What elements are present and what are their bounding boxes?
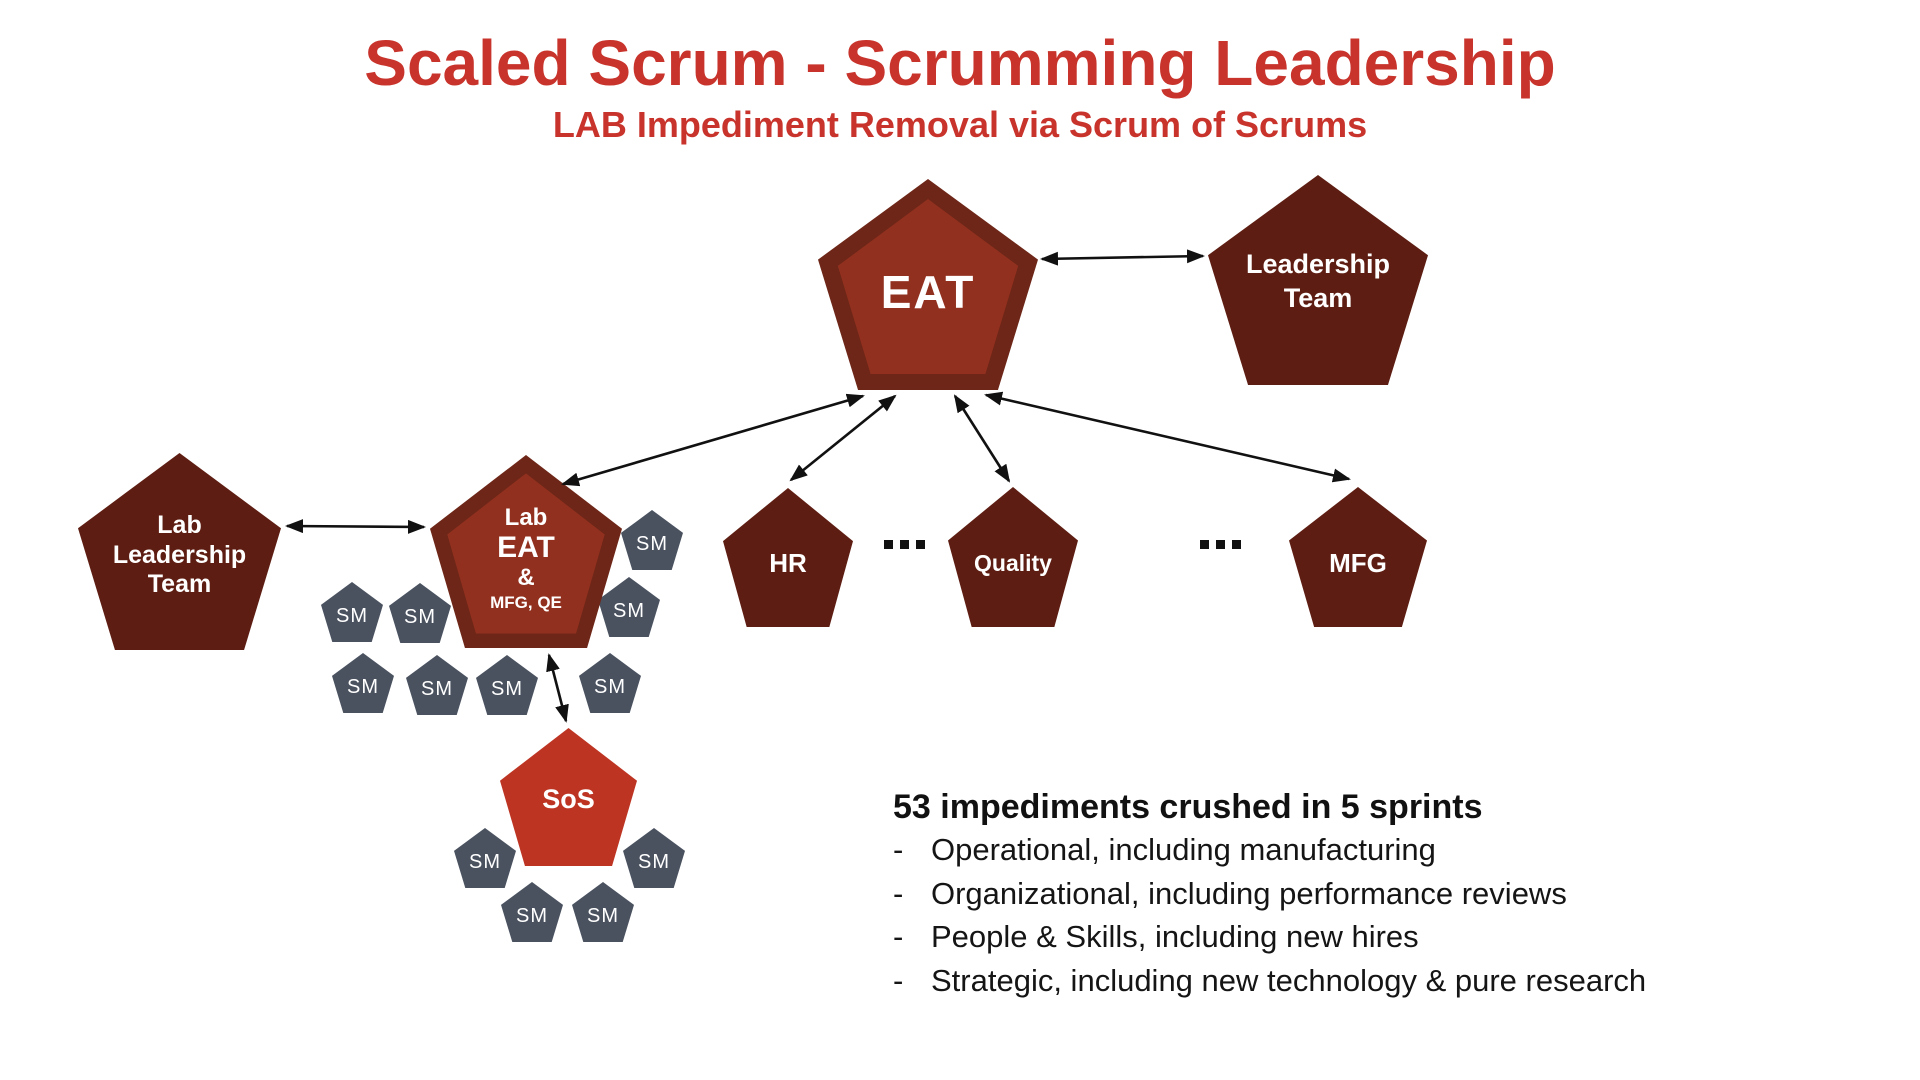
node-leadership-team-line1: Leadership (1245, 249, 1391, 280)
sm-pentagon: SM (454, 828, 516, 888)
impediment-text: Strategic, including new technology & pu… (931, 962, 1647, 998)
node-lab-eat-line1: Lab (504, 503, 548, 531)
node-hr: HR (723, 488, 853, 627)
sm-pentagon: SM (321, 582, 383, 642)
sm-label: SM (516, 904, 548, 927)
arrow-lab-leadership-lab-eat (285, 519, 426, 534)
node-quality: Quality (948, 487, 1078, 627)
arrow-eat-mfg (984, 391, 1351, 483)
node-lab-eat: Lab EAT & MFG, QE (430, 455, 622, 648)
node-sos-label: SoS (542, 783, 595, 814)
node-eat-label: EAT (880, 265, 976, 318)
sm-pentagon: SM (623, 828, 685, 888)
node-hr-label: HR (769, 548, 807, 578)
arrow-eat-quality (953, 394, 1011, 483)
node-lab-leadership-line1: Lab (157, 511, 202, 540)
sm-label: SM (336, 604, 368, 627)
sm-pentagon: SM (332, 653, 394, 713)
sm-pentagon: SM (406, 655, 468, 715)
sm-label: SM (613, 599, 645, 622)
sm-pentagon: SM (501, 882, 563, 942)
impediments-block: 53 impediments crushed in 5 sprints - Op… (893, 786, 1733, 1002)
node-lab-leadership-line2: Leadership (112, 540, 247, 569)
sm-label: SM (594, 675, 626, 698)
impediment-item: - People & Skills, including new hires (893, 915, 1733, 959)
node-mfg: MFG (1289, 487, 1427, 627)
impediment-bullet: - (893, 962, 904, 998)
impediment-item: - Strategic, including new technology & … (893, 959, 1733, 1003)
ellipsis-dots (884, 540, 925, 549)
node-leadership-team-line2: Team (1283, 283, 1353, 313)
impediment-bullet: - (893, 832, 904, 867)
page-title: Scaled Scrum - Scrumming Leadership (364, 27, 1556, 99)
node-mfg-label: MFG (1329, 547, 1387, 578)
sm-pentagon: SM (621, 510, 683, 570)
node-leadership-team: Leadership Team (1208, 175, 1428, 385)
node-lab-eat-line3: & (517, 564, 535, 592)
node-sos: SoS (500, 728, 637, 866)
sm-pentagon: SM (598, 577, 660, 637)
node-lab-eat-line4: MFG, QE (490, 592, 562, 612)
ellipsis-dots (1200, 540, 1241, 549)
arrow-eat-lab-eat (561, 393, 865, 487)
node-lab-leadership-team: Lab Leadership Team (78, 453, 281, 650)
impediment-text: People & Skills, including new hires (931, 919, 1419, 954)
sm-label: SM (587, 904, 619, 927)
sm-label: SM (638, 850, 670, 873)
arrow-lab-eat-sos (546, 653, 569, 723)
sm-label: SM (491, 677, 523, 700)
sm-pentagon: SM (579, 653, 641, 713)
sm-label: SM (636, 532, 668, 555)
sm-label: SM (404, 605, 436, 628)
node-eat: EAT (818, 179, 1038, 390)
impediment-item: - Organizational, including performance … (893, 872, 1733, 916)
arrow-eat-leadership-team (1040, 249, 1205, 266)
impediment-text: Operational, including manufacturing (931, 832, 1436, 867)
node-quality-label: Quality (974, 549, 1052, 576)
sm-label: SM (469, 850, 501, 873)
sm-pentagon: SM (476, 655, 538, 715)
sm-pentagon: SM (389, 583, 451, 643)
sm-label: SM (347, 675, 379, 698)
page-subtitle: LAB Impediment Removal via Scrum of Scru… (552, 104, 1368, 145)
impediment-text: Organizational, including performance re… (931, 875, 1567, 911)
impediment-bullet: - (893, 919, 904, 954)
node-lab-eat-line2: EAT (497, 531, 555, 565)
impediment-item: - Operational, including manufacturing (893, 828, 1733, 872)
impediment-bullet: - (893, 875, 904, 911)
arrow-eat-hr (789, 394, 897, 482)
node-lab-leadership-line3: Team (147, 570, 212, 599)
impediments-heading: 53 impediments crushed in 5 sprints (893, 788, 1483, 826)
sm-pentagon: SM (572, 882, 634, 942)
sm-label: SM (421, 677, 453, 700)
